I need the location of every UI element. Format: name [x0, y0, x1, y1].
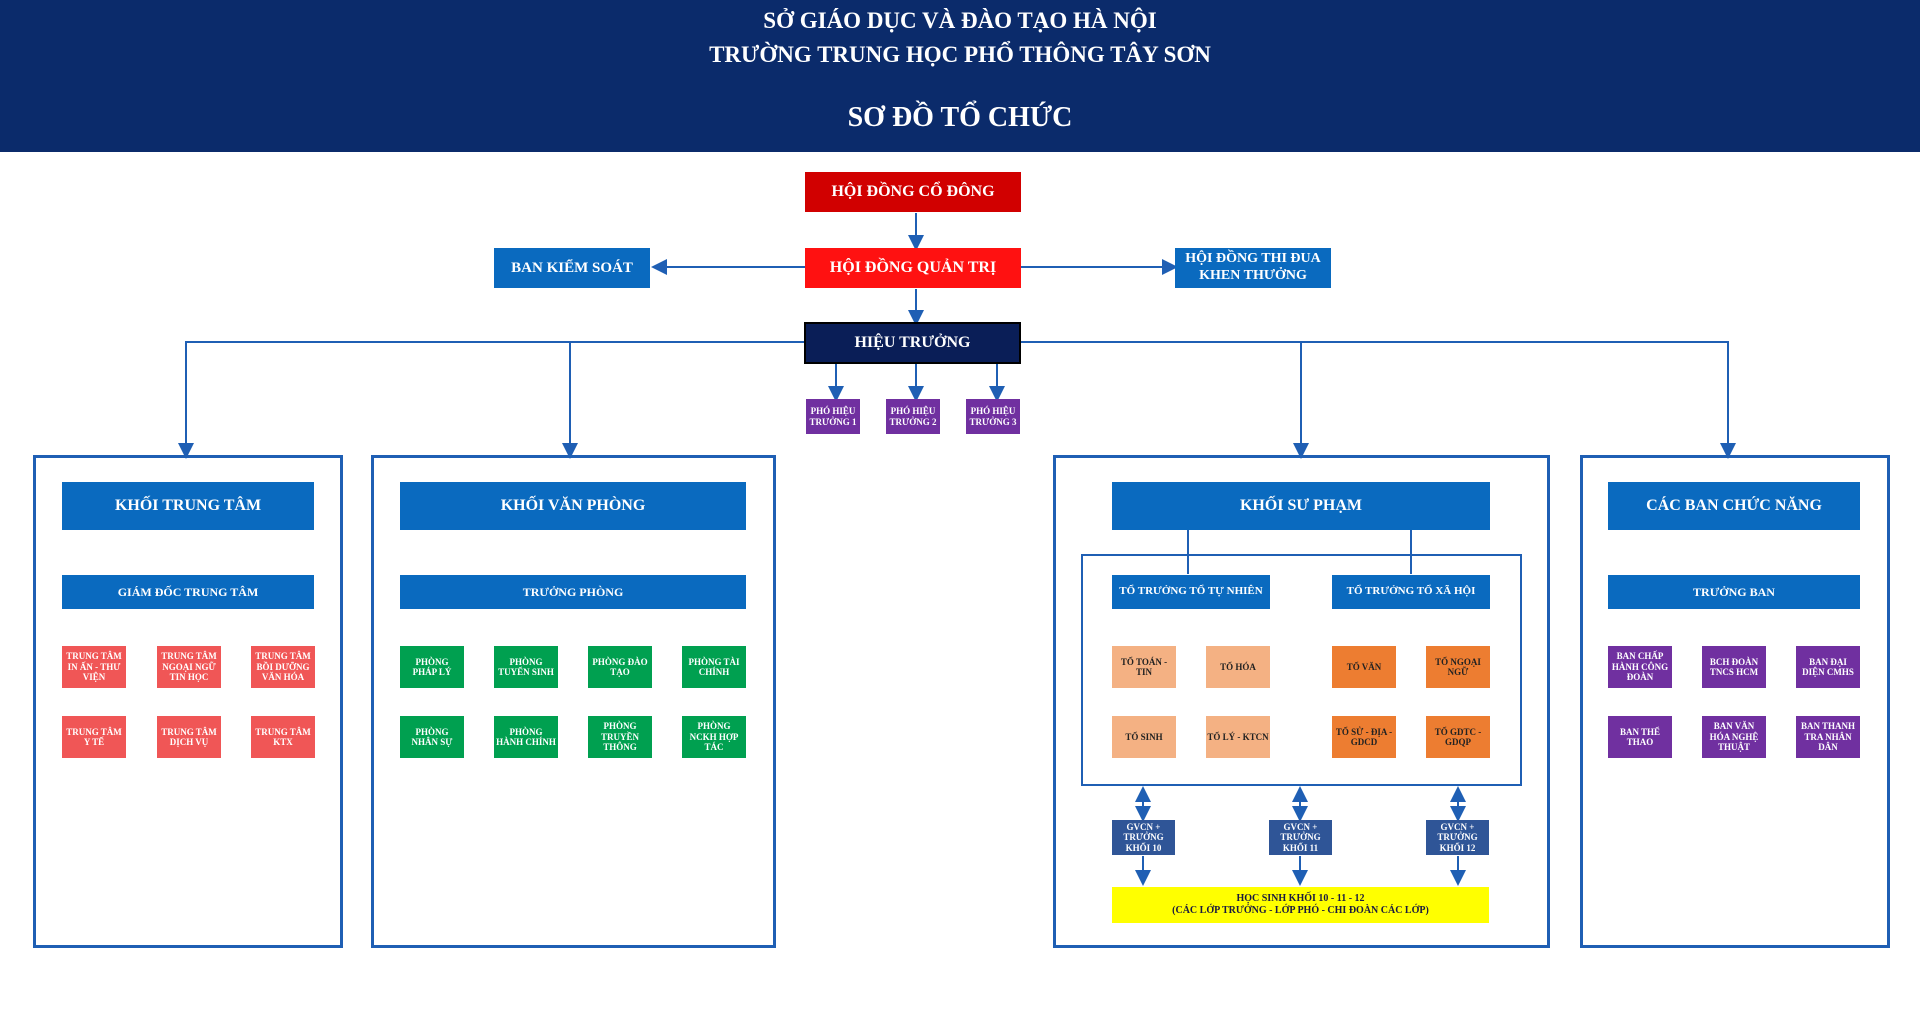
office-unit: PHÒNG TÀI CHÍNH: [682, 646, 746, 688]
page-title: SƠ ĐỒ TỔ CHỨC: [847, 102, 1073, 133]
pedagogy-groups-frame: [1081, 554, 1522, 786]
pedagogy-block-frame: [1053, 455, 1550, 948]
natural-subject-group: TỔ SINH: [1112, 716, 1176, 758]
functional-unit: BAN CHẤP HÀNH CÔNG ĐOÀN: [1608, 646, 1672, 688]
vice-principal-3: PHÓ HIỆU TRƯỞNG 3: [966, 399, 1020, 434]
supervisory-box: BAN KIỂM SOÁT: [494, 248, 650, 288]
functional-unit: BAN ĐẠI DIỆN CMHS: [1796, 646, 1860, 688]
center-unit: TRUNG TÂM Y TẾ: [62, 716, 126, 758]
functional-unit: BCH ĐOÀN TNCS HCM: [1702, 646, 1766, 688]
office-block-title: KHỐI VĂN PHÒNG: [400, 482, 746, 530]
office-block-frame: [371, 455, 776, 948]
students-box: HỌC SINH KHỐI 10 - 11 - 12 (CÁC LỚP TRƯỞ…: [1112, 887, 1489, 923]
vice-principal-1: PHÓ HIỆU TRƯỞNG 1: [806, 399, 860, 434]
office-unit: PHÒNG HÀNH CHÍNH: [494, 716, 558, 758]
office-unit: PHÒNG NHÂN SỰ: [400, 716, 464, 758]
department-name: SỞ GIÁO DỤC VÀ ĐÀO TẠO HÀ NỘI: [763, 8, 1157, 33]
center-unit: TRUNG TÂM BỒI DƯỠNG VĂN HÓA: [251, 646, 315, 688]
social-subject-group: TỔ GDTC - GDQP: [1426, 716, 1490, 758]
shareholders-box: HỘI ĐỒNG CỔ ĐÔNG: [805, 172, 1021, 212]
vice-principal-2: PHÓ HIỆU TRƯỞNG 2: [886, 399, 940, 434]
principal-box: HIỆU TRƯỞNG: [804, 322, 1021, 364]
functional-block-title: CÁC BAN CHỨC NĂNG: [1608, 482, 1860, 530]
homeroom-grade-10: GVCN + TRƯỞNG KHỐI 10: [1112, 820, 1175, 855]
social-group-head: TỔ TRƯỞNG TỔ XÃ HỘI: [1332, 575, 1490, 609]
social-subject-group: TỔ NGOẠI NGỮ: [1426, 646, 1490, 688]
center-unit: TRUNG TÂM NGOẠI NGỮ TIN HỌC: [157, 646, 221, 688]
page-header: SỞ GIÁO DỤC VÀ ĐÀO TẠO HÀ NỘI TRƯỜNG TRU…: [0, 0, 1920, 152]
office-head: TRƯỞNG PHÒNG: [400, 575, 746, 609]
office-unit: PHÒNG ĐÀO TẠO: [588, 646, 652, 688]
functional-unit: BAN VĂN HÓA NGHỆ THUẬT: [1702, 716, 1766, 758]
office-unit: PHÒNG NCKH HỢP TÁC: [682, 716, 746, 758]
center-unit: TRUNG TÂM DỊCH VỤ: [157, 716, 221, 758]
natural-group-head: TỔ TRƯỞNG TỔ TỰ NHIÊN: [1112, 575, 1270, 609]
school-name: TRƯỜNG TRUNG HỌC PHỔ THÔNG TÂY SƠN: [709, 42, 1211, 67]
social-subject-group: TỔ SỬ - ĐỊA - GDCD: [1332, 716, 1396, 758]
functional-block-frame: [1580, 455, 1890, 948]
social-subject-group: TỔ VĂN: [1332, 646, 1396, 688]
functional-unit: BAN THANH TRA NHÂN DÂN: [1796, 716, 1860, 758]
homeroom-grade-11: GVCN + TRƯỞNG KHỐI 11: [1269, 820, 1332, 855]
center-block-title: KHỐI TRUNG TÂM: [62, 482, 314, 530]
pedagogy-block-title: KHỐI SƯ PHẠM: [1112, 482, 1490, 530]
emulation-box: HỘI ĐỒNG THI ĐUA KHEN THƯỞNG: [1175, 248, 1331, 288]
natural-subject-group: TỔ TOÁN - TIN: [1112, 646, 1176, 688]
homeroom-grade-12: GVCN + TRƯỞNG KHỐI 12: [1426, 820, 1489, 855]
office-unit: PHÒNG TUYỂN SINH: [494, 646, 558, 688]
office-unit: PHÒNG TRUYỀN THÔNG: [588, 716, 652, 758]
board-box: HỘI ĐỒNG QUẢN TRỊ: [805, 248, 1021, 288]
center-block-frame: [33, 455, 343, 948]
center-unit: TRUNG TÂM KTX: [251, 716, 315, 758]
office-unit: PHÒNG PHÁP LÝ: [400, 646, 464, 688]
functional-unit: BAN THỂ THAO: [1608, 716, 1672, 758]
natural-subject-group: TỔ LÝ - KTCN: [1206, 716, 1270, 758]
functional-head: TRƯỞNG BAN: [1608, 575, 1860, 609]
center-unit: TRUNG TÂM IN ẤN - THƯ VIỆN: [62, 646, 126, 688]
natural-subject-group: TỔ HÓA: [1206, 646, 1270, 688]
center-director: GIÁM ĐỐC TRUNG TÂM: [62, 575, 314, 609]
